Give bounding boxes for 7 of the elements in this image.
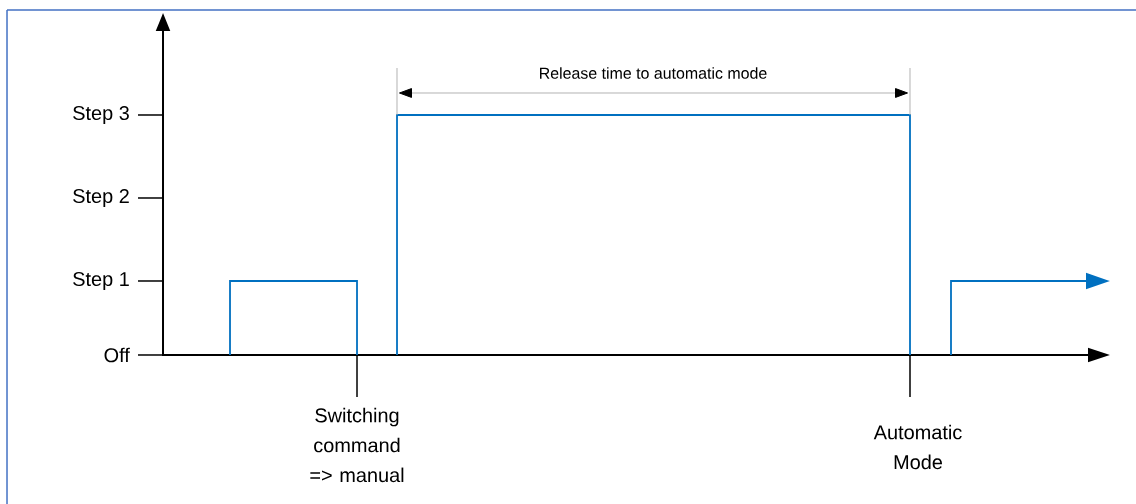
axis-label: Step 3 [73,106,129,124]
axis-label: Step 1 [73,272,129,290]
axis-label: Step 2 [73,189,129,207]
dimension-label: Release time to automatic mode [540,67,767,79]
event-label: Automatic Mode [873,424,962,470]
event-label: Switching command => manual [310,407,404,483]
axis-label: Off [104,347,130,363]
